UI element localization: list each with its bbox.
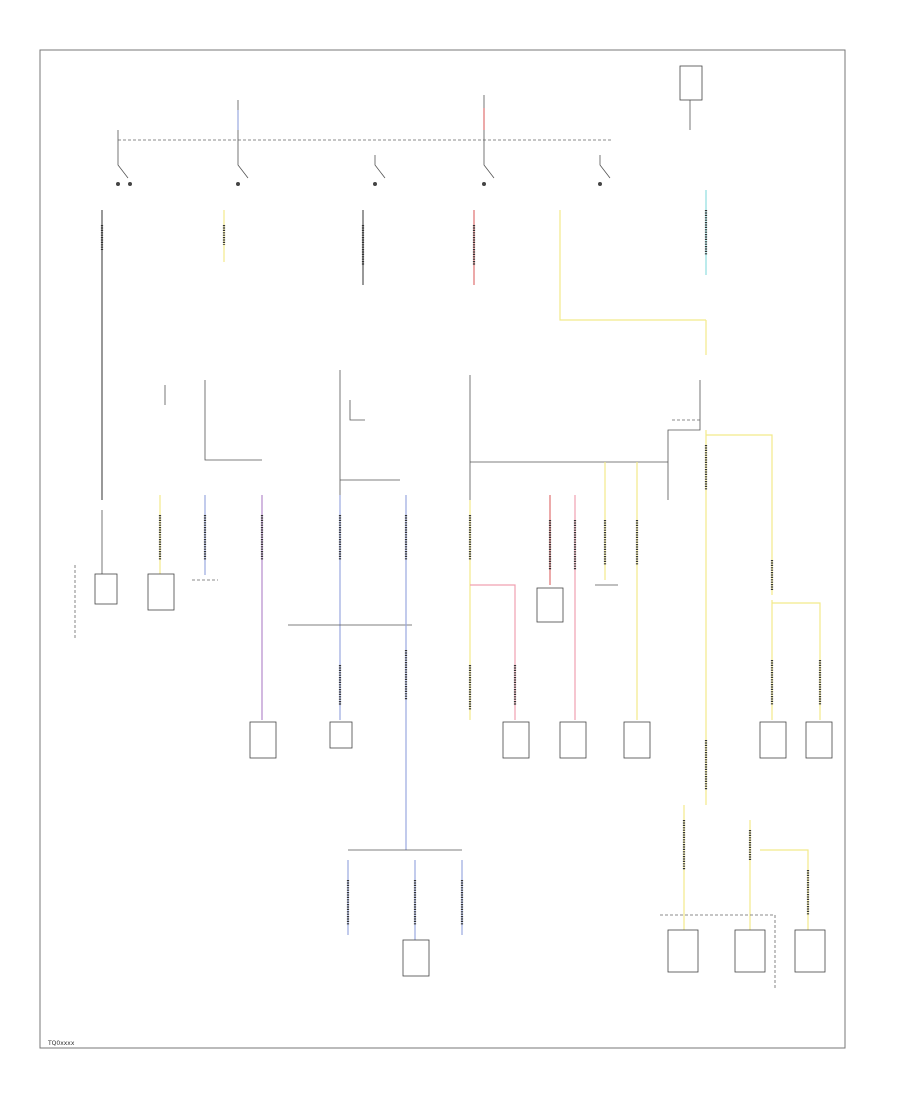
branch-7 — [468, 500, 530, 759]
switch-4 — [472, 95, 495, 285]
branch-1 — [74, 510, 118, 640]
branch-2 — [147, 495, 175, 611]
branch-11 — [623, 462, 651, 759]
branch-6 — [346, 495, 464, 977]
switch-5 — [559, 155, 706, 321]
branch-5 — [288, 495, 412, 749]
branch-8 — [536, 495, 564, 623]
branch-4 — [249, 495, 277, 759]
switch-6 — [679, 65, 708, 355]
page-code: TQ0xxxx — [47, 1040, 75, 1047]
switch-1 — [100, 130, 132, 500]
diagram-border — [39, 49, 846, 1049]
fuse-row — [101, 370, 701, 500]
branch-3 — [192, 495, 218, 581]
switch-3 — [361, 155, 386, 285]
branch-12 — [704, 430, 833, 805]
branch-13 — [660, 805, 826, 990]
branch-9 — [559, 495, 587, 759]
branch-10 — [595, 462, 618, 586]
switch-2 — [222, 100, 249, 262]
